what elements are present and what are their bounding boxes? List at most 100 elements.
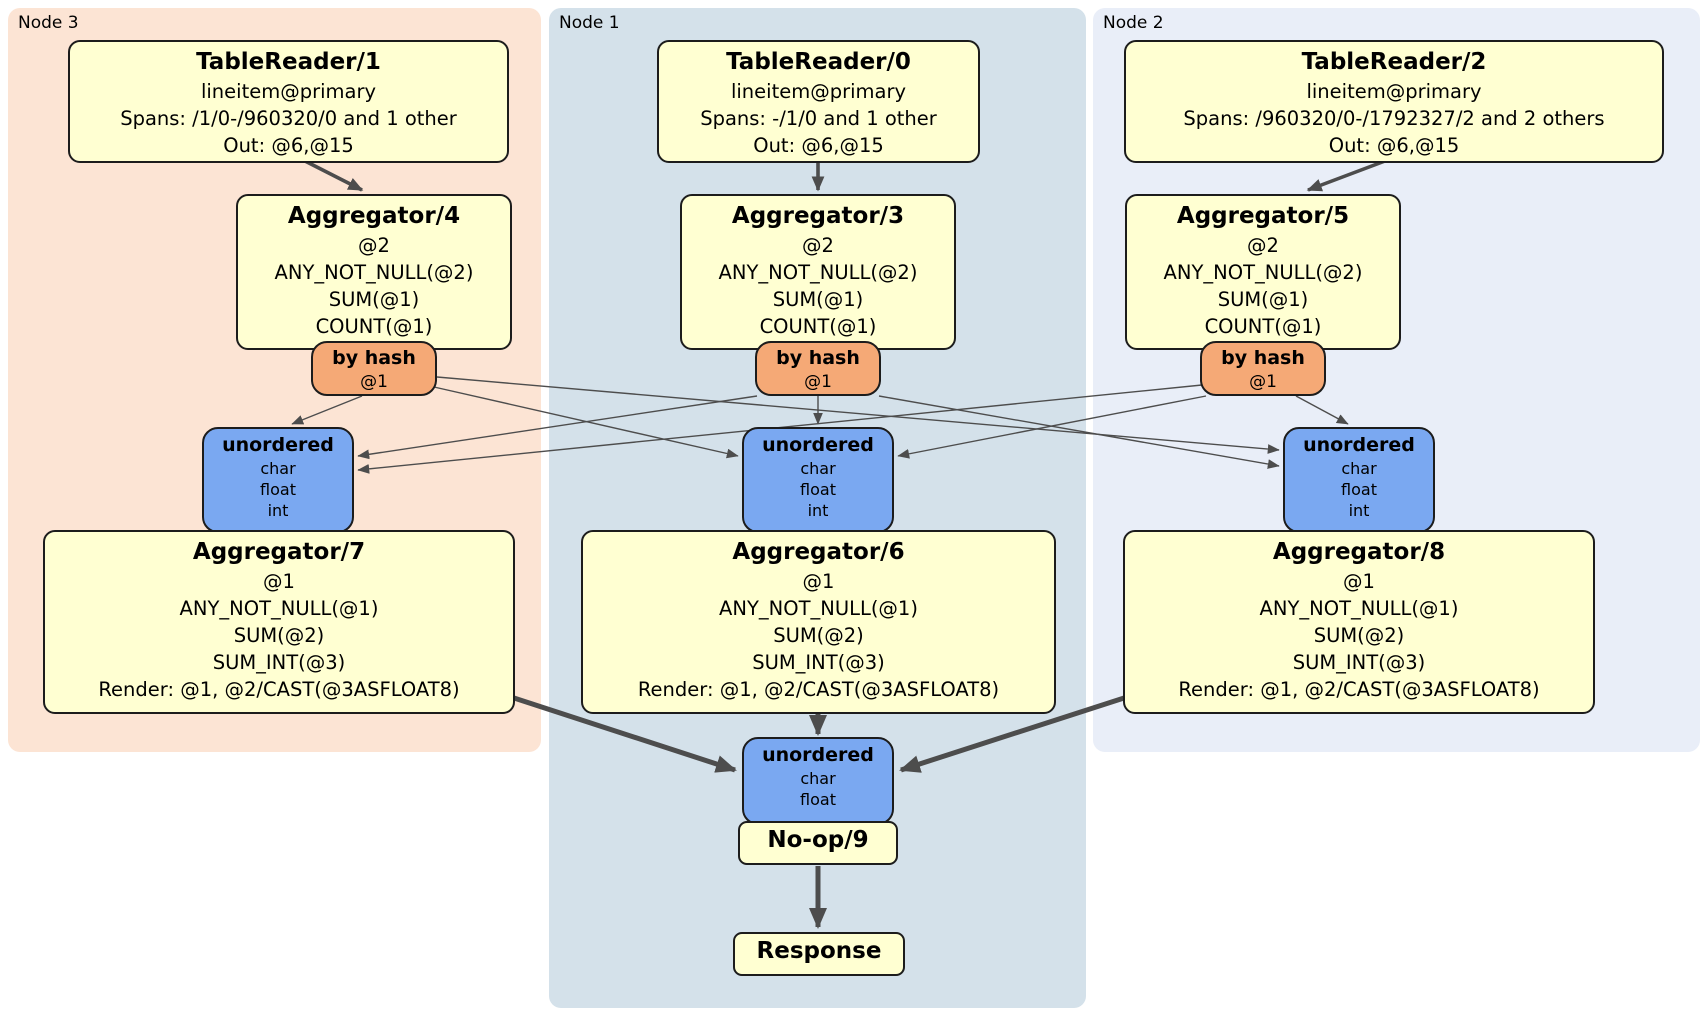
processor-title: Aggregator/7	[192, 539, 366, 565]
router-by-hash-node3: by hash @1	[311, 341, 437, 396]
processor-detail: Spans: -/1/0 and 1 other	[700, 107, 937, 130]
sync-column-type: char	[800, 459, 836, 478]
region-node1-label: Node 1	[559, 13, 620, 33]
sync-unordered-node1: unordered char float int	[742, 427, 894, 533]
processor-aggregator-3: Aggregator/3 @2 ANY_NOT_NULL(@2) SUM(@1)…	[680, 194, 956, 350]
edge-byhash2-sync1	[897, 395, 1207, 459]
edge-byhash2-sync2	[1295, 395, 1349, 425]
sync-unordered-node3: unordered char float int	[202, 427, 354, 533]
processor-detail: SUM(@2)	[1313, 624, 1405, 647]
edge-byhash1-sync2	[878, 395, 1280, 469]
edge-byhash3-sync2	[436, 376, 1280, 454]
router-by-hash-node2: by hash @1	[1200, 341, 1326, 396]
processor-detail: SUM(@1)	[772, 288, 864, 311]
processor-detail: Render: @1, @2/CAST(@3ASFLOAT8)	[637, 678, 1000, 701]
sync-title: unordered	[762, 434, 874, 456]
router-title: by hash	[332, 347, 416, 369]
processor-detail: @1	[263, 570, 295, 593]
processor-detail: @2	[1247, 234, 1279, 257]
processor-title: No-op/9	[767, 827, 869, 853]
router-by-hash-node1: by hash @1	[755, 341, 881, 396]
processor-detail: Render: @1, @2/CAST(@3ASFLOAT8)	[98, 678, 460, 701]
processor-detail: ANY_NOT_NULL(@2)	[1163, 261, 1363, 284]
processor-title: TableReader/2	[1301, 49, 1487, 75]
processor-detail: SUM(@1)	[328, 288, 420, 311]
processor-detail: COUNT(@1)	[1204, 315, 1322, 338]
processor-title: TableReader/1	[196, 49, 381, 75]
edge-byhash1-sync3	[357, 395, 758, 460]
processor-tablereader-2: TableReader/2 lineitem@primary Spans: /9…	[1124, 40, 1664, 163]
sync-title: unordered	[1303, 434, 1415, 456]
edge-byhash3-sync3	[291, 395, 363, 425]
processor-detail: SUM(@2)	[233, 624, 325, 647]
sync-column-type: int	[1348, 501, 1370, 520]
response-title: Response	[756, 938, 882, 964]
router-detail: @1	[1249, 372, 1277, 392]
processor-detail: Render: @1, @2/CAST(@3ASFLOAT8)	[1178, 678, 1540, 701]
processor-tablereader-1: TableReader/1 lineitem@primary Spans: /1…	[68, 40, 509, 163]
processor-detail: SUM(@1)	[1217, 288, 1309, 311]
processor-aggregator-4: Aggregator/4 @2 ANY_NOT_NULL(@2) SUM(@1)…	[236, 194, 512, 350]
sync-column-type: float	[800, 480, 836, 499]
processor-detail: ANY_NOT_NULL(@1)	[179, 597, 379, 620]
processor-detail: lineitem@primary	[200, 80, 377, 103]
processor-title: Aggregator/6	[732, 539, 905, 565]
processor-title: TableReader/0	[726, 49, 911, 75]
processor-aggregator-5: Aggregator/5 @2 ANY_NOT_NULL(@2) SUM(@1)…	[1125, 194, 1401, 350]
router-title: by hash	[776, 347, 860, 369]
sync-column-type: char	[1341, 459, 1377, 478]
processor-detail: lineitem@primary	[1306, 80, 1482, 103]
router-detail: @1	[360, 372, 388, 392]
router-detail: @1	[804, 372, 832, 392]
processor-detail: @1	[1343, 570, 1375, 593]
sync-column-type: float	[260, 480, 296, 499]
processor-detail: COUNT(@1)	[315, 315, 433, 338]
processor-detail: Out: @6,@15	[223, 134, 354, 157]
sync-column-type: int	[267, 501, 289, 520]
edge-agg7-syncF	[513, 695, 737, 773]
edge-agg8-syncF	[899, 695, 1125, 773]
processor-title: Aggregator/3	[731, 203, 905, 229]
sync-unordered-node2: unordered char float int	[1283, 427, 1435, 533]
region-node2-label: Node 2	[1103, 13, 1164, 33]
processor-detail: SUM_INT(@3)	[752, 651, 885, 674]
sync-title: unordered	[222, 434, 334, 456]
processor-detail: lineitem@primary	[730, 80, 907, 103]
processor-detail: ANY_NOT_NULL(@2)	[274, 261, 474, 284]
processor-title: Aggregator/4	[287, 203, 461, 229]
processor-aggregator-7: Aggregator/7 @1 ANY_NOT_NULL(@1) SUM(@2)…	[43, 530, 515, 714]
sync-title: unordered	[762, 744, 874, 766]
edge-tr1-agg4	[304, 159, 364, 192]
processor-detail: SUM(@2)	[773, 624, 864, 647]
sync-column-type: char	[800, 769, 836, 788]
processor-detail: ANY_NOT_NULL(@2)	[718, 261, 918, 284]
processor-detail: Spans: /960320/0-/1792327/2 and 2 others	[1183, 107, 1605, 130]
sync-column-type: int	[807, 501, 829, 520]
router-title: by hash	[1221, 347, 1305, 369]
processor-aggregator-8: Aggregator/8 @1 ANY_NOT_NULL(@1) SUM(@2)…	[1123, 530, 1595, 714]
processor-noop-9: No-op/9	[738, 821, 898, 865]
sync-unordered-final: unordered char float	[742, 737, 894, 825]
processor-detail: @2	[358, 234, 390, 257]
processor-detail: Out: @6,@15	[1328, 134, 1460, 157]
sync-column-type: float	[1341, 480, 1377, 499]
processor-detail: ANY_NOT_NULL(@1)	[719, 597, 918, 620]
edge-tr2-agg5	[1306, 159, 1386, 192]
processor-detail: @2	[802, 234, 834, 257]
processor-detail: ANY_NOT_NULL(@1)	[1259, 597, 1459, 620]
processor-aggregator-6: Aggregator/6 @1 ANY_NOT_NULL(@1) SUM(@2)…	[581, 530, 1056, 714]
response-node: Response	[733, 932, 905, 976]
processor-detail: SUM_INT(@3)	[212, 651, 346, 674]
sync-column-type: char	[260, 459, 296, 478]
processor-title: Aggregator/8	[1272, 539, 1446, 565]
region-node3-label: Node 3	[18, 13, 79, 33]
processor-detail: COUNT(@1)	[759, 315, 877, 338]
processor-detail: @1	[802, 570, 835, 593]
sync-column-type: float	[800, 790, 836, 809]
processor-detail: Spans: /1/0-/960320/0 and 1 other	[120, 107, 457, 130]
processor-tablereader-0: TableReader/0 lineitem@primary Spans: -/…	[657, 40, 980, 163]
processor-detail: Out: @6,@15	[753, 134, 884, 157]
processor-detail: SUM_INT(@3)	[1292, 651, 1426, 674]
